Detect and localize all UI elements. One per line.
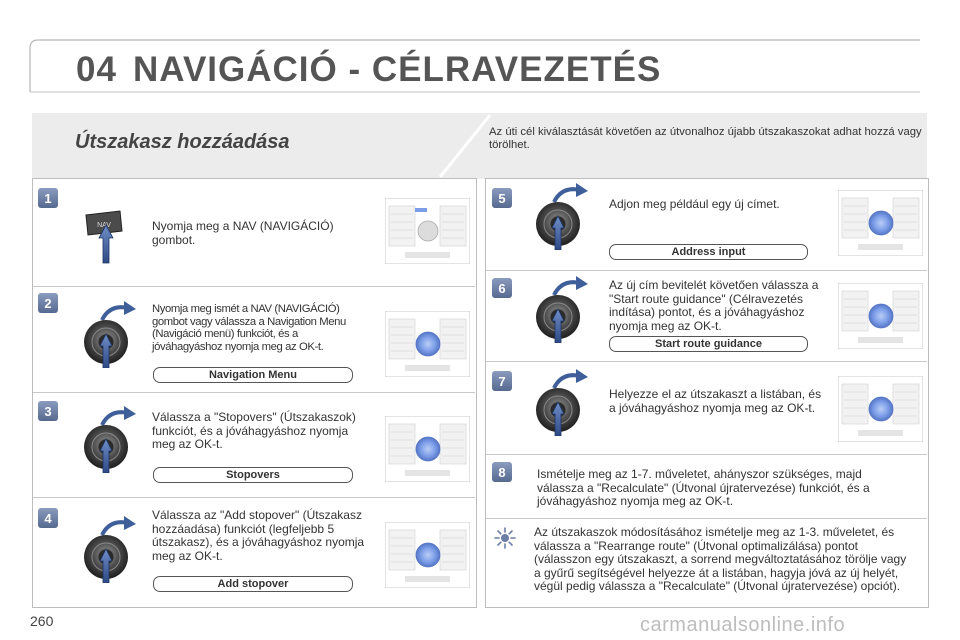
chapter-title: NAVIGÁCIÓ - CÉLRAVEZETÉS [133,50,662,89]
svg-text:5: 5 [498,191,505,206]
step-3-text: Válassza a "Stopovers" (Útszakaszok) fun… [152,410,356,451]
step-5-illustration [838,190,923,256]
watermark: carmanualsonline.info [640,614,846,636]
divider [486,518,927,519]
dial-knob-icon [82,405,138,473]
svg-text:7: 7 [498,374,505,389]
svg-text:1: 1 [44,191,51,206]
stopovers-tag: Stopovers [153,467,353,483]
step-8-badge: 8 [492,462,512,482]
svg-text:4: 4 [44,511,52,526]
step-3-illustration [385,416,470,482]
step-8-text: Ismételje meg az 1-7. műveletet, ahánysz… [537,467,870,508]
divider [486,454,927,455]
divider [33,497,475,498]
svg-text:8: 8 [498,465,505,480]
dial-knob-icon [534,368,590,436]
svg-text:NAV: NAV [97,222,111,229]
address-input-tag: Address input [609,244,808,260]
dial-knob-icon [534,275,590,343]
dial-knob-icon [82,515,138,583]
step-5-text: Adjon meg például egy új címet. [609,197,780,211]
header-decoration [29,39,920,93]
start-route-guidance-tag: Start route guidance [609,336,808,352]
tip-text: Az útszakaszok módosításához ismételje m… [534,525,907,593]
step-2-badge: 2 [38,293,58,313]
section-title: Útszakasz hozzáadása [75,131,290,153]
divider [33,392,475,393]
step-1-text: Nyomja meg a NAV (NAVIGÁCIÓ) gombot. [152,219,334,247]
nav-button-icon: NAV [85,210,123,264]
step-7-illustration [838,376,923,442]
step-7-text: Helyezze el az útszakaszt a listában, és… [609,387,822,415]
step-4-badge: 4 [38,508,58,528]
intro-bar [32,113,927,179]
sun-tip-icon [494,527,516,549]
step-1-badge: 1 [38,188,58,208]
step-7-badge: 7 [492,371,512,391]
divider [33,286,475,287]
chapter-number: 04 [76,50,117,89]
intro-divider [438,114,492,178]
svg-text:6: 6 [498,281,505,296]
step-6-badge: 6 [492,278,512,298]
step-6-text: Az új cím bevitelét követően válassza a … [609,278,819,333]
dial-knob-icon [82,300,138,368]
step-5-badge: 5 [492,188,512,208]
intro-text: Az úti cél kiválasztását követően az útv… [489,126,922,151]
step-3-badge: 3 [38,401,58,421]
svg-text:3: 3 [44,404,51,419]
divider [486,361,927,362]
svg-text:2: 2 [44,296,51,311]
divider [486,270,927,271]
navigation-menu-tag: Navigation Menu [153,367,353,383]
add-stopover-tag: Add stopover [153,576,353,592]
step-2-illustration [385,311,470,377]
step-4-illustration [385,522,470,588]
step-2-text: Nyomja meg ismét a NAV (NAVIGÁCIÓ) gombo… [152,303,346,353]
step-1-illustration [385,198,470,264]
dial-knob-icon [534,182,590,250]
page-number: 260 [30,613,54,629]
step-4-text: Válassza az "Add stopover" (Útszakasz ho… [152,508,365,563]
step-6-illustration [838,283,923,349]
